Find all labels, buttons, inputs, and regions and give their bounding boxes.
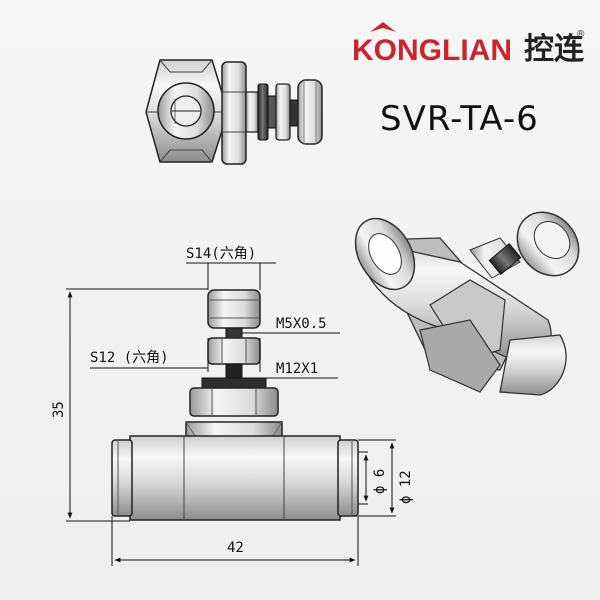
isometric-view-drawing [354,211,580,396]
height-dimension-label: 35 [51,401,67,418]
dimension-lines [66,262,396,566]
front-view-drawing [111,289,359,521]
top-view-drawing [145,59,323,165]
tube-od-label: ϕ 6 [372,469,388,494]
brand-logo: KONGLIAN 控连 ® [352,22,585,67]
hex-mid-size-label: S12 (六角) [90,350,169,366]
hex-body-nut [189,387,279,417]
port-od-label: ϕ 12 [398,470,414,504]
model-code: SVR-TA-6 [380,99,539,139]
thread-large-label: M12X1 [276,361,318,377]
hex-top-size-label: S14(六角) [186,246,256,262]
right-release-collet [337,439,359,517]
left-release-collet [111,439,133,517]
brand-chinese-name: 控连 [524,33,585,66]
lock-nut [207,337,261,365]
brand-name: KONGLIAN [352,34,512,67]
logo-roof-mark [370,22,396,32]
adjust-knob [207,289,261,329]
thread-small-label: M5X0.5 [276,316,327,332]
width-dimension-label: 42 [227,540,244,556]
tee-body [129,435,341,521]
registered-mark: ® [577,29,585,40]
